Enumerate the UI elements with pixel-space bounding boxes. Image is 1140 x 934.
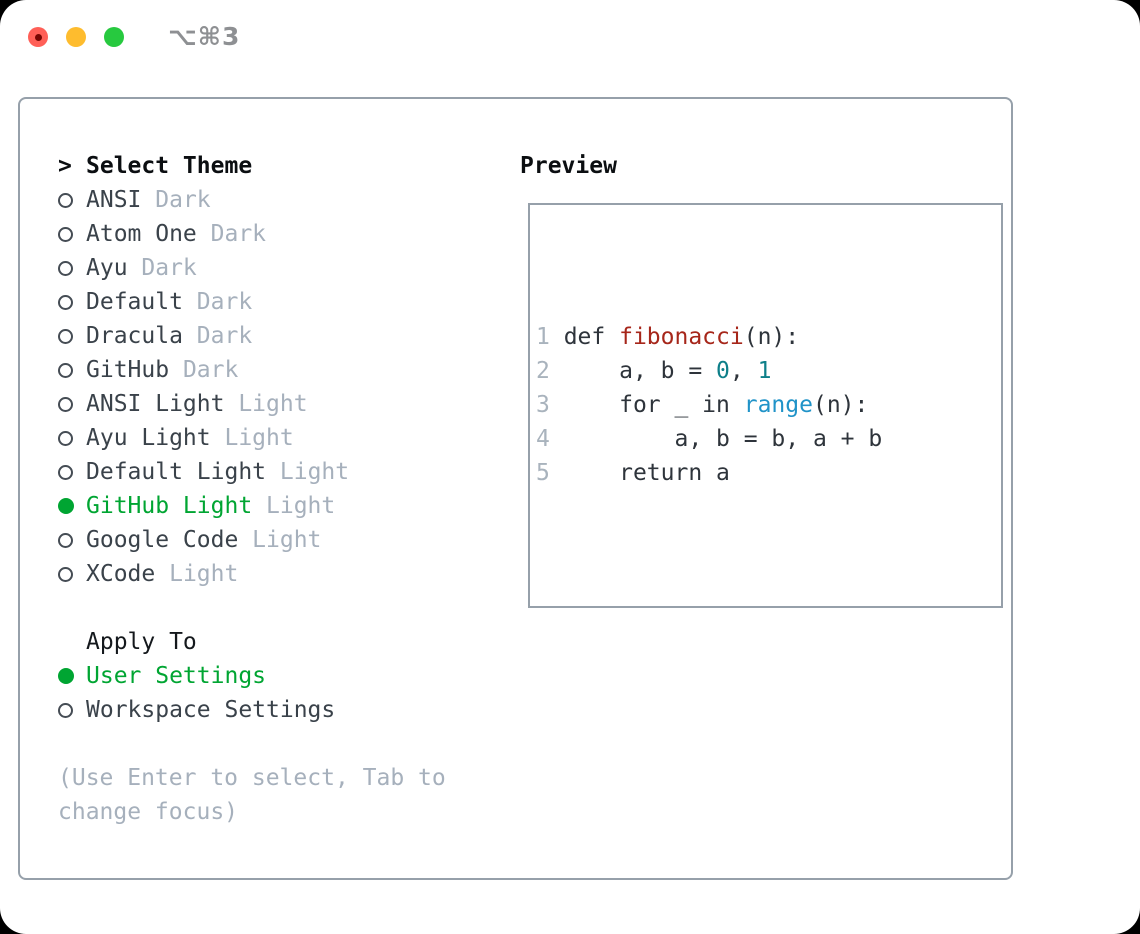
radio-icon (58, 328, 86, 344)
help-text: (Use Enter to select, Tab to change focu… (58, 765, 460, 825)
theme-variant: Light (252, 527, 322, 553)
maximize-button[interactable] (104, 27, 124, 47)
apply-to-option[interactable]: Workspace Settings (58, 693, 498, 727)
theme-option[interactable]: GitHub Light Light (58, 489, 498, 523)
theme-variant: Dark (141, 255, 197, 281)
theme-variant: Light (238, 391, 308, 417)
theme-option[interactable]: Ayu Light Light (58, 421, 498, 455)
theme-name: Ayu (86, 255, 142, 281)
theme-variant: Dark (182, 357, 239, 383)
keyboard-shortcut-label: ⌥⌘3 (168, 22, 241, 51)
theme-option[interactable]: Dracula Dark (58, 319, 498, 353)
line-number: 4 (536, 426, 564, 452)
code-line: 3 for _ in range(n): (536, 392, 869, 418)
apply-to-option-label: User Settings (86, 663, 267, 689)
theme-name: ANSI Light (86, 391, 239, 417)
theme-variant: Dark (196, 323, 253, 349)
radio-icon (58, 294, 86, 310)
theme-option[interactable]: XCode Light (58, 557, 498, 591)
radio-icon (58, 464, 86, 480)
theme-option[interactable]: Ayu Dark (58, 251, 498, 285)
code-line: 4 a, b = b, a + b (536, 426, 883, 452)
code-preview: 1 def fibonacci(n): 2 a, b = 0, 1 3 for _ … (536, 320, 1001, 490)
radio-icon (58, 226, 86, 242)
radio-icon (58, 396, 86, 412)
theme-name: GitHub Light (86, 493, 267, 519)
theme-name: XCode (86, 561, 170, 587)
theme-option[interactable]: ANSI Light Light (58, 387, 498, 421)
radio-icon (58, 192, 86, 208)
close-button[interactable] (28, 27, 48, 47)
apply-to-option[interactable]: User Settings (58, 659, 498, 693)
theme-variant: Light (279, 459, 350, 485)
line-number: 5 (536, 460, 564, 486)
line-number: 2 (536, 358, 564, 384)
minimize-button[interactable] (66, 27, 86, 47)
theme-name: Dracula (86, 323, 197, 349)
radio-selected-icon (58, 668, 86, 684)
theme-name: ANSI (86, 187, 156, 213)
theme-name: Default Light (86, 459, 280, 485)
blank-line (536, 558, 1001, 592)
code-line: 5 return a (536, 460, 730, 486)
apply-to-title: Apply To (86, 629, 197, 655)
code-line: 2 a, b = 0, 1 (536, 358, 772, 384)
selection-cursor-icon: > (58, 153, 72, 179)
radio-icon (58, 532, 86, 548)
theme-variant: Light (266, 493, 336, 519)
radio-icon (58, 430, 86, 446)
theme-list-title: Select Theme (86, 153, 253, 179)
radio-icon (58, 702, 86, 718)
theme-option[interactable]: GitHub Dark (58, 353, 498, 387)
theme-name: Ayu Light (86, 425, 225, 451)
theme-option[interactable]: Default Light Light (58, 455, 498, 489)
preview-title: Preview (520, 153, 617, 179)
line-number: 1 (536, 324, 564, 350)
theme-variant: Light (224, 425, 294, 451)
theme-list-header: > Select Theme (58, 149, 498, 183)
preview-column: Preview 1 def fibonacci(n): 2 a, b = 0, 1… (498, 149, 1011, 878)
theme-option[interactable]: ANSI Dark (58, 183, 498, 217)
preview-box: 1 def fibonacci(n): 2 a, b = 0, 1 3 for _ … (528, 203, 1003, 608)
theme-name: Google Code (86, 527, 253, 553)
code-line: 1 def fibonacci(n): (536, 324, 800, 350)
theme-name: GitHub (86, 357, 183, 383)
radio-selected-icon (58, 498, 86, 514)
radio-icon (58, 566, 86, 582)
theme-option[interactable]: Atom One Dark (58, 217, 498, 251)
radio-icon (58, 362, 86, 378)
apply-to-header: Apply To (58, 625, 498, 659)
theme-variant: Dark (210, 221, 267, 247)
apply-to-option-label: Workspace Settings (86, 697, 336, 723)
radio-icon (58, 260, 86, 276)
theme-option[interactable]: Google Code Light (58, 523, 498, 557)
theme-variant: Dark (196, 289, 253, 315)
titlebar: ⌥⌘3 (28, 22, 241, 51)
theme-name: Default (86, 289, 197, 315)
theme-name: Atom One (86, 221, 211, 247)
theme-option[interactable]: Default Dark (58, 285, 498, 319)
theme-variant: Light (169, 561, 239, 587)
theme-variant: Dark (155, 187, 211, 213)
line-number: 3 (536, 392, 564, 418)
